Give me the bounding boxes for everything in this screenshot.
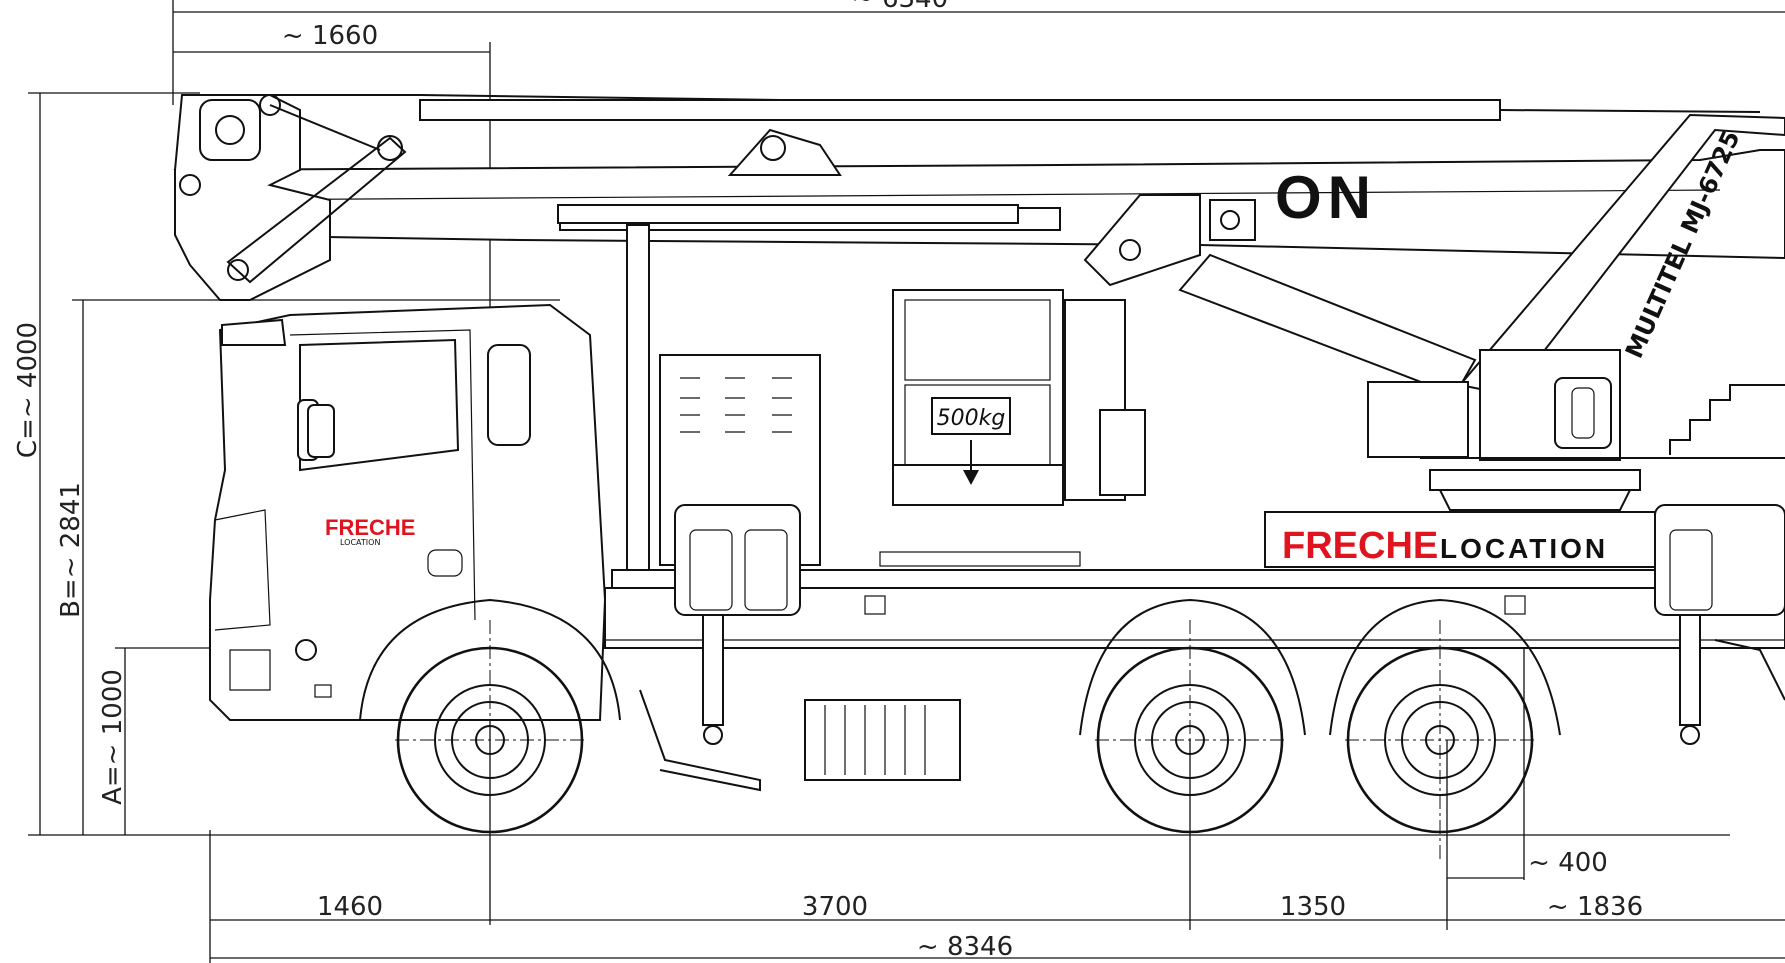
mast [557, 204, 1019, 581]
dim-front-overhang: 1460 [317, 892, 383, 922]
truck-cab: FRECHE LOCATION [209, 303, 607, 721]
dim-overall-length: ~ 8346 [917, 932, 1013, 962]
body-logo-suffix: LOCATION [1440, 533, 1608, 564]
dim-boom-overhang: ~ 1660 [282, 21, 378, 51]
dim-outrigger-offset: ~ 400 [1528, 848, 1608, 878]
dim-height-a: A=~ 1000 [98, 669, 128, 805]
dim-wheelbase-2: 1350 [1280, 892, 1346, 922]
truck-body: FRECHE LOCATION [604, 354, 1785, 792]
work-basket: 500kg [892, 289, 1146, 506]
wheels [359, 598, 1561, 860]
dim-wheelbase-1: 3700 [802, 892, 868, 922]
body-logo-board [1264, 511, 1656, 568]
dim-rear-overhang: ~ 1836 [1547, 892, 1643, 922]
cab-logo-sub: LOCATION [340, 538, 380, 547]
basket-load-label: 500kg [937, 406, 1006, 431]
dim-height-c: C=~ 4000 [13, 322, 43, 458]
boom-text: ON [1275, 164, 1377, 231]
turret [1367, 349, 1785, 511]
cab-logo: FRECHE [325, 515, 415, 540]
body-logo: FRECHE [1282, 525, 1438, 567]
load-label-box [931, 397, 1011, 435]
dim-top-overall: ~ 6340 [852, 0, 948, 14]
dim-height-b: B=~ 2841 [56, 482, 86, 618]
